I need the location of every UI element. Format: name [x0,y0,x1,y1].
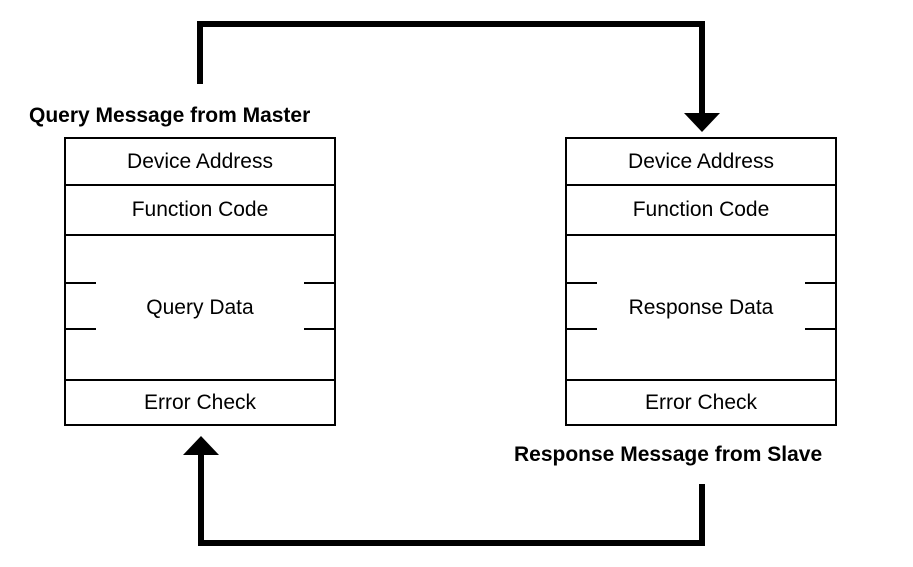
response-arrowhead [183,436,219,455]
query-device-address-field: Device Address [66,139,334,186]
query-data-tick-right-bottom [304,328,334,330]
response-data-label: Response Data [628,295,774,319]
query-data-tick-left-top [66,282,96,284]
response-error-check-field: Error Check [567,381,835,424]
response-data-tick-right-bottom [805,328,835,330]
query-data-tick-left-bottom [66,328,96,330]
query-message-title: Query Message from Master [29,104,311,127]
response-data-field: Response Data [567,236,835,381]
response-data-tick-left-bottom [567,328,597,330]
query-data-tick-right-top [304,282,334,284]
query-message-frame: Device Address Function Code Query Data … [64,137,336,426]
response-function-code-label: Function Code [632,198,770,221]
query-function-code-label: Function Code [131,198,269,221]
response-function-code-field: Function Code [567,186,835,236]
response-device-address-label: Device Address [628,149,774,173]
response-flow-arrow [198,455,705,546]
query-error-check-label: Error Check [143,390,257,414]
response-data-tick-right-top [805,282,835,284]
query-data-field: Query Data [66,236,334,381]
query-function-code-field: Function Code [66,186,334,236]
response-message-title: Response Message from Slave [514,443,823,466]
query-error-check-field: Error Check [66,381,334,424]
query-data-label: Query Data [146,295,254,319]
query-flow-arrow [197,21,705,113]
query-device-address-label: Device Address [127,149,273,173]
response-error-check-label: Error Check [644,390,758,414]
response-device-address-field: Device Address [567,139,835,186]
response-data-tick-left-top [567,282,597,284]
response-message-frame: Device Address Function Code Response Da… [565,137,837,426]
query-arrowhead [684,113,720,132]
